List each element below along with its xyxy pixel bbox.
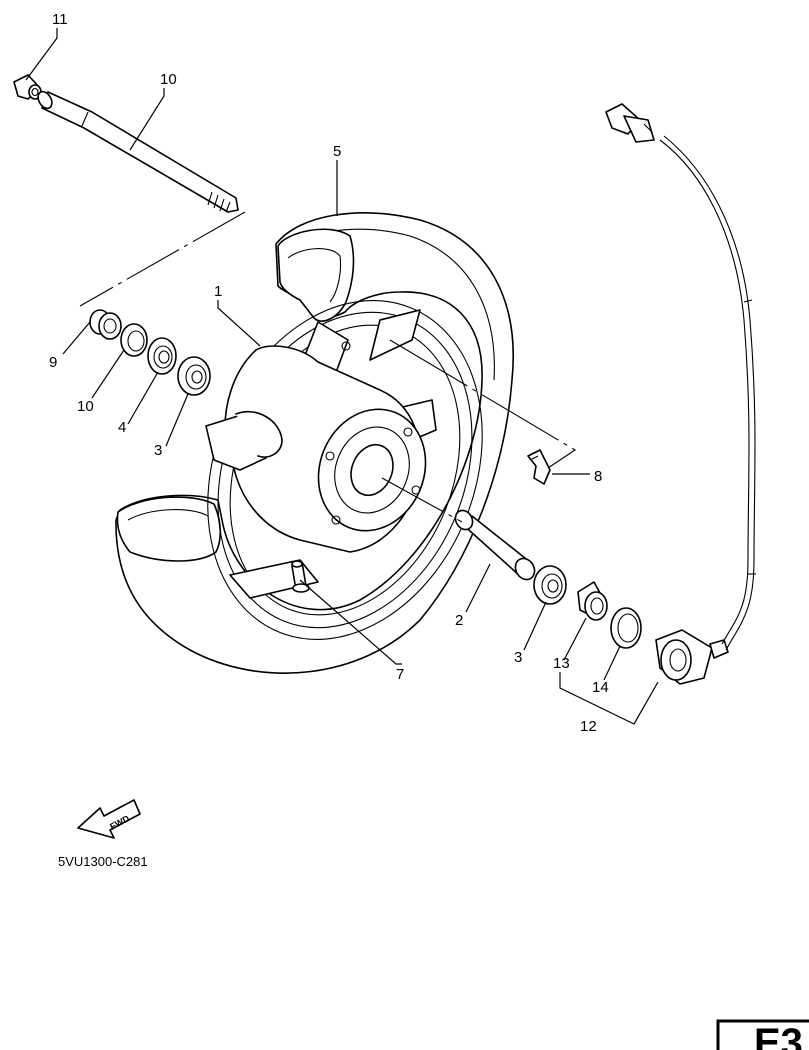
- callout-12: 12: [580, 718, 597, 735]
- bearing-lower-part: [533, 565, 567, 605]
- spacer-flange-part: [89, 309, 122, 340]
- page-tag-box: E3: [716, 1019, 809, 1050]
- callout-6: 7: [396, 666, 404, 683]
- callout-14: 14: [592, 679, 609, 696]
- axle-shaft-part: [37, 90, 239, 213]
- axle-cap-part: [13, 74, 42, 100]
- wheel-rim-part: [205, 300, 483, 640]
- callout-13: 13: [553, 655, 570, 672]
- callout-9: 9: [49, 354, 57, 371]
- speedometer-gear-unit-part: [605, 103, 756, 685]
- page-tag: E3: [754, 1021, 803, 1050]
- callout-10: 10: [77, 398, 94, 415]
- diagram-code: 5VU1300-C281: [58, 854, 148, 869]
- callout-3-upper: 3: [154, 442, 162, 459]
- bearing-upper-part: [177, 356, 211, 396]
- collar-part: [454, 509, 536, 581]
- meter-clutch-part: [577, 581, 608, 621]
- callout-7: 8: [594, 468, 602, 485]
- callout-11: 11: [52, 11, 68, 28]
- callout-4: 4: [118, 419, 126, 436]
- oil-seal-part: [120, 323, 148, 357]
- callout-8: 10: [160, 71, 177, 88]
- callout-1: 1: [214, 283, 222, 300]
- balance-weight-part: [527, 449, 551, 485]
- bearing-left-part: [147, 337, 177, 375]
- callout-2: 2: [455, 612, 463, 629]
- callout-3-lower: 3: [514, 649, 522, 666]
- callout-labels: 11 10 5 1 9 10 4 3 8 2 3 13 7 14 12: [49, 11, 609, 735]
- meter-gear-part: [610, 607, 642, 649]
- leader-lines: [25, 28, 659, 725]
- fwd-arrow-icon: FWD: [77, 799, 141, 839]
- callout-5: 5: [333, 143, 341, 160]
